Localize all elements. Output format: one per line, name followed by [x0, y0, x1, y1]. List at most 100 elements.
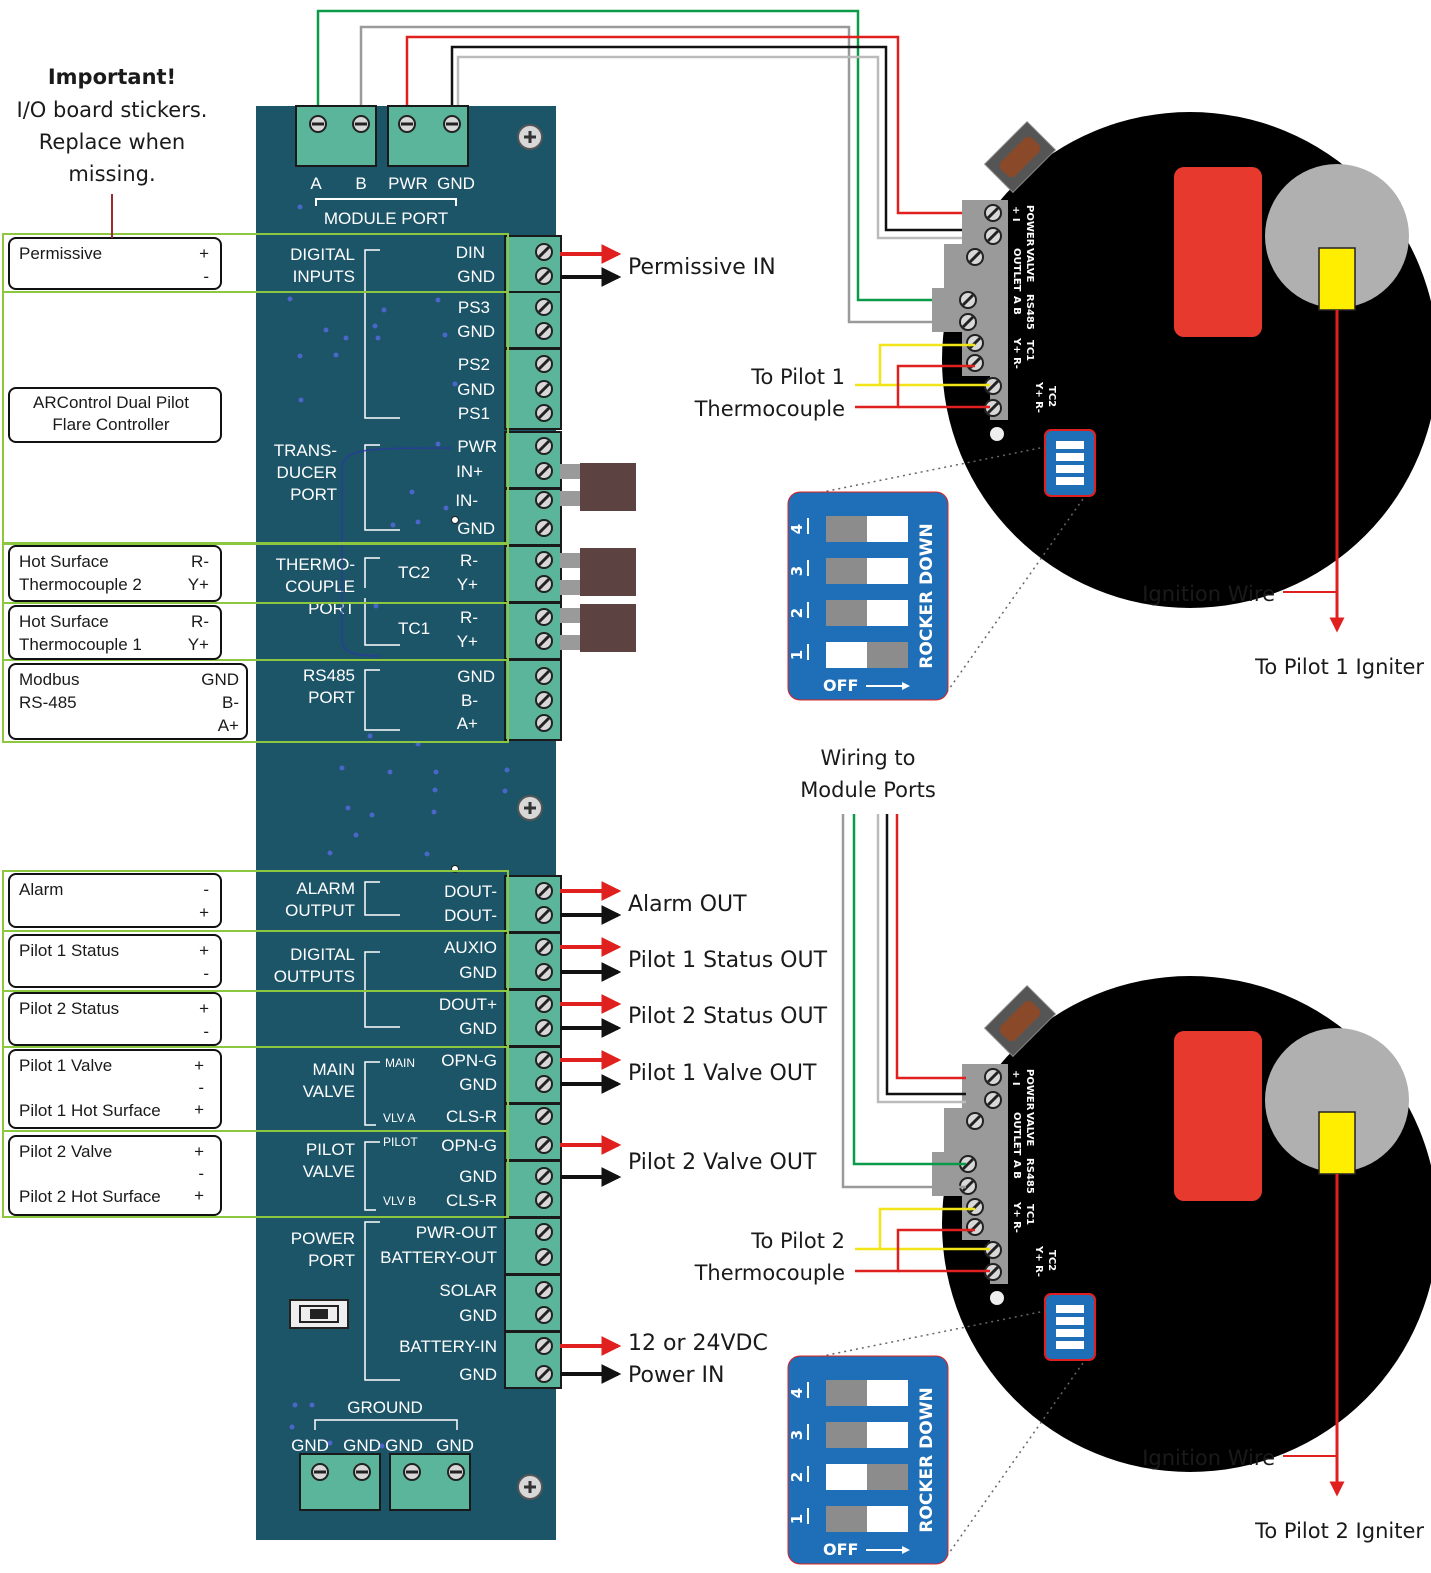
board-dot [442, 332, 448, 338]
main-small-label-1: MAIN [385, 1056, 415, 1070]
terminal-screw-icon [535, 691, 553, 709]
sticker-label: ARControl Dual Pilot [33, 393, 189, 412]
terminal-screw-icon [984, 399, 1002, 417]
board-dot [431, 809, 437, 815]
screw-icon [517, 795, 543, 821]
igniter-contact [1318, 1111, 1356, 1175]
note-line-2: Replace when [39, 130, 185, 154]
terminal-block [504, 1331, 562, 1389]
svg-text:A B: A B [1011, 296, 1022, 315]
fuse-icon [983, 120, 1057, 194]
terminal-screw-icon [535, 322, 553, 340]
module-relay [1174, 1031, 1262, 1201]
igniter-label: To Pilot 1 Igniter [1254, 655, 1424, 679]
fuse-icon [983, 984, 1057, 1058]
output-label-power-in: Power IN [628, 1363, 724, 1388]
dip-number: 4 [788, 524, 806, 534]
terminal-screw-icon [535, 1365, 553, 1383]
dip-number: 2 [788, 608, 806, 618]
igniter-coil [1265, 164, 1409, 308]
board-terminals [504, 235, 562, 1389]
svg-text:A B: A B [1011, 1160, 1022, 1179]
terminal-screw-icon [535, 243, 553, 261]
sticker-label: Modbus [19, 670, 79, 689]
terminal-screw-icon [984, 1068, 1002, 1086]
sticker-label: Permissive [19, 244, 102, 263]
board-dot [379, 1443, 385, 1449]
dip-number: 4 [788, 1388, 806, 1398]
igniter-contact [1318, 247, 1356, 311]
transducer-label-2: DUCER [277, 463, 337, 482]
wiring-label-1: Wiring to [820, 746, 915, 770]
board-dot [343, 335, 349, 341]
sticker-label: Pilot 2 Status [19, 999, 119, 1018]
module-port-label-pwr: PWR [388, 174, 428, 193]
output-label-pilot1-valve: Pilot 1 Valve OUT [628, 1061, 817, 1086]
rs485-label-2: PORT [308, 688, 355, 707]
terminal-screw-icon [535, 714, 553, 732]
terminal-screw-icon [535, 298, 553, 316]
board-dot [353, 832, 359, 838]
ground-label: GROUND [347, 1398, 423, 1417]
terminal-block [504, 1274, 562, 1332]
dip-switch-small [1044, 429, 1096, 497]
module-port-wires [316, 9, 966, 324]
board-dot [409, 489, 415, 495]
board-dot [369, 812, 375, 818]
terminal-screw-icon [535, 1223, 553, 1241]
sticker-label: Thermocouple 1 [19, 635, 142, 654]
terminal-screw-icon [535, 491, 553, 509]
svg-text:GND: GND [436, 1436, 474, 1455]
pin-label: OPN-G [441, 1136, 497, 1155]
main-small-label-2: VLV A [383, 1111, 415, 1125]
fuse-holder-icon [289, 1299, 349, 1329]
pilot-valve-label-2: VALVE [303, 1162, 355, 1181]
sticker-label: Pilot 1 Hot Surface [19, 1101, 161, 1120]
terminal-screw-icon [535, 575, 553, 593]
pin-label: GND [457, 380, 495, 399]
terminal-screw-icon [535, 1107, 553, 1125]
output-label-permissive: Permissive IN [628, 255, 776, 280]
transducer-label-3: PORT [290, 485, 337, 504]
terminal-screw-icon [535, 1019, 553, 1037]
terminal-screw-icon [535, 938, 553, 956]
board-dot [443, 505, 449, 511]
pin-label: GND [457, 322, 495, 341]
thermocouple-label-3: PORT [308, 599, 355, 618]
pin-label: BATTERY-OUT [380, 1248, 497, 1267]
output-label-pilot1-status: Pilot 1 Status OUT [628, 948, 828, 973]
terminal-screw-icon [447, 1463, 465, 1481]
pin-label: GND [459, 1365, 497, 1384]
svg-text:TC2: TC2 [1046, 1250, 1057, 1271]
pin-label: PWR-OUT [416, 1223, 497, 1242]
dip-title: ROCKER DOWN [917, 523, 937, 668]
digital-outputs-label-1: DIGITAL [290, 945, 355, 964]
module-port-label-b: B [355, 174, 366, 193]
pin-label: PS3 [458, 298, 490, 317]
output-label-pilot2-valve: Pilot 2 Valve OUT [628, 1150, 817, 1175]
terminal-block [504, 989, 562, 1047]
module-port-labels: A B PWR GND MODULE PORT [310, 174, 475, 228]
pin-label: IN- [455, 491, 478, 510]
terminal-screw-icon [398, 115, 416, 133]
module-port-terminals [295, 105, 469, 167]
board-dot [415, 519, 421, 525]
board-dot [372, 323, 378, 329]
pin-label: A+ [457, 714, 478, 733]
digital-inputs-label-2: INPUTS [293, 267, 355, 286]
dip-title: ROCKER DOWN [917, 1387, 937, 1532]
igniter-coil [1265, 1028, 1409, 1172]
pin-label: DOUT+ [439, 995, 497, 1014]
svg-text:TC1: TC1 [1024, 1204, 1035, 1225]
pin-label: CLS-R [446, 1107, 497, 1126]
main-valve-label-2: VALVE [303, 1082, 355, 1101]
screw-icon [517, 1474, 543, 1500]
sticker-box: Permissive+- [8, 237, 222, 290]
sticker-pin: + [199, 903, 209, 922]
pin-label: Y+ [457, 632, 478, 651]
